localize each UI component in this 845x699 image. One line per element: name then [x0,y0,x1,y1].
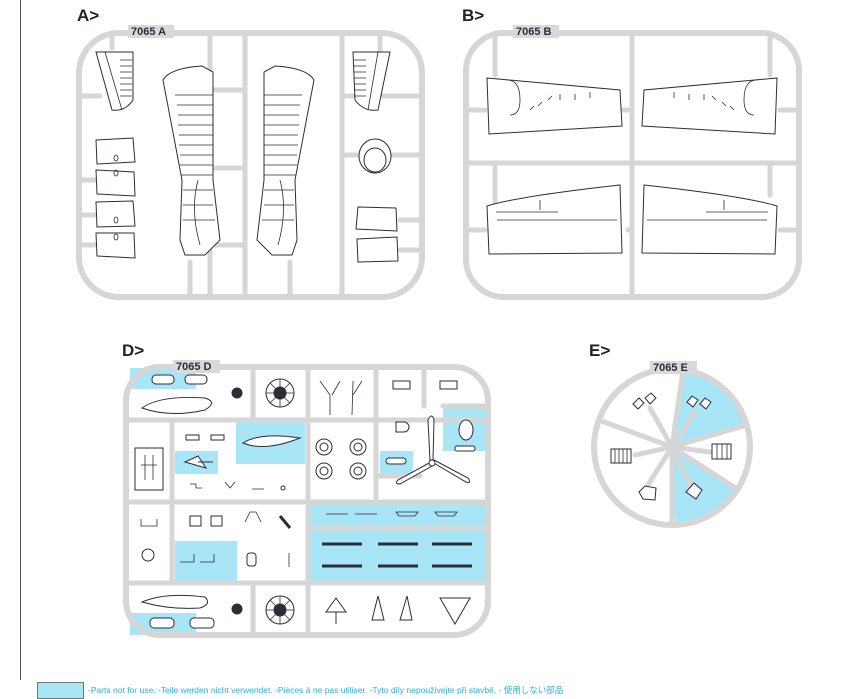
rudder-left-part [95,51,134,111]
wing-upper-left-part [486,184,623,255]
windshield-left-part [638,485,657,501]
small-parts-row [190,481,264,490]
propeller-part [395,415,471,485]
engine-part [265,378,295,408]
wing-lower-right-part [641,77,778,135]
yoke-part [325,597,347,624]
bracket-part-2 [439,380,458,390]
sprue-e: E> 7065 E [589,341,753,528]
sprue-b-label: B> [462,6,484,25]
canopy-part [241,435,302,448]
sprue-a: A> 7065 A [76,6,425,300]
small-tank-part [385,457,407,465]
hub-part [231,387,243,399]
sprue-e-code: 7065 E [653,362,688,374]
clear-parts-right [686,395,712,410]
sprue-d-code: 7065 D [176,361,212,373]
frame-part [244,511,262,523]
bracket-part-1 [392,380,411,390]
tail-cone-part [439,597,471,626]
gear-doors-part [371,595,413,621]
rudder-right-part [352,51,391,111]
bomb-racks-part-2 [149,617,215,629]
sprue-e-runners [596,367,750,528]
gunsight-part [141,548,155,562]
radiator-left-part [610,448,632,464]
radiator-right-part [711,443,732,460]
seat-part-2 [210,515,223,527]
seat-bracket-part [140,519,158,527]
instrument-panel-part [134,447,164,491]
pilot-seat-part [246,552,257,567]
landing-gear-legs-part [319,380,363,416]
seat-part-1 [189,515,202,527]
bomb-racks-part [151,374,208,385]
spinner-part [458,419,474,441]
sprue-a-label: A> [77,6,99,25]
sprue-a-code: 7065 A [131,26,166,38]
mounts-part [180,554,215,563]
strut-part [278,515,292,529]
bombs-part [322,542,472,568]
flap-panels-right [355,206,399,263]
unused-wedge-upper [672,370,747,447]
sprue-b-code: 7065 B [516,26,552,38]
drop-tank-half-part-2 [140,594,209,609]
sprue-a-frame [76,30,425,300]
fuselage-left-part [162,65,221,256]
small-brackets-part [185,434,225,441]
hub-part-2 [231,603,243,615]
lamp-part [395,421,410,433]
engine-part-2 [265,595,295,625]
drop-tank-half-part [140,396,212,415]
wheels-part [315,438,367,480]
flap-panels-left [95,137,136,259]
unused-parts-legend-swatch [37,682,84,699]
tailwheel-part [183,455,213,469]
wing-upper-right-part [641,184,778,255]
rockets-part [326,511,458,517]
clear-parts-left [632,392,657,410]
wing-lower-left-part [486,77,623,135]
sprue-b: B> 7065 B [462,6,802,300]
sprue-d-label: D> [122,341,144,360]
sprue-b-runners [463,30,802,300]
sprue-d: D> 7065 D [122,341,491,638]
fuselage-right-part [256,65,315,256]
windshield-right-part [685,482,703,500]
unused-parts-legend-text: -Parts not for use. -Teile werden nicht … [88,685,564,695]
sprue-e-label: E> [589,341,610,360]
cowl-ring-part [358,138,392,174]
margin-rule [20,0,21,680]
